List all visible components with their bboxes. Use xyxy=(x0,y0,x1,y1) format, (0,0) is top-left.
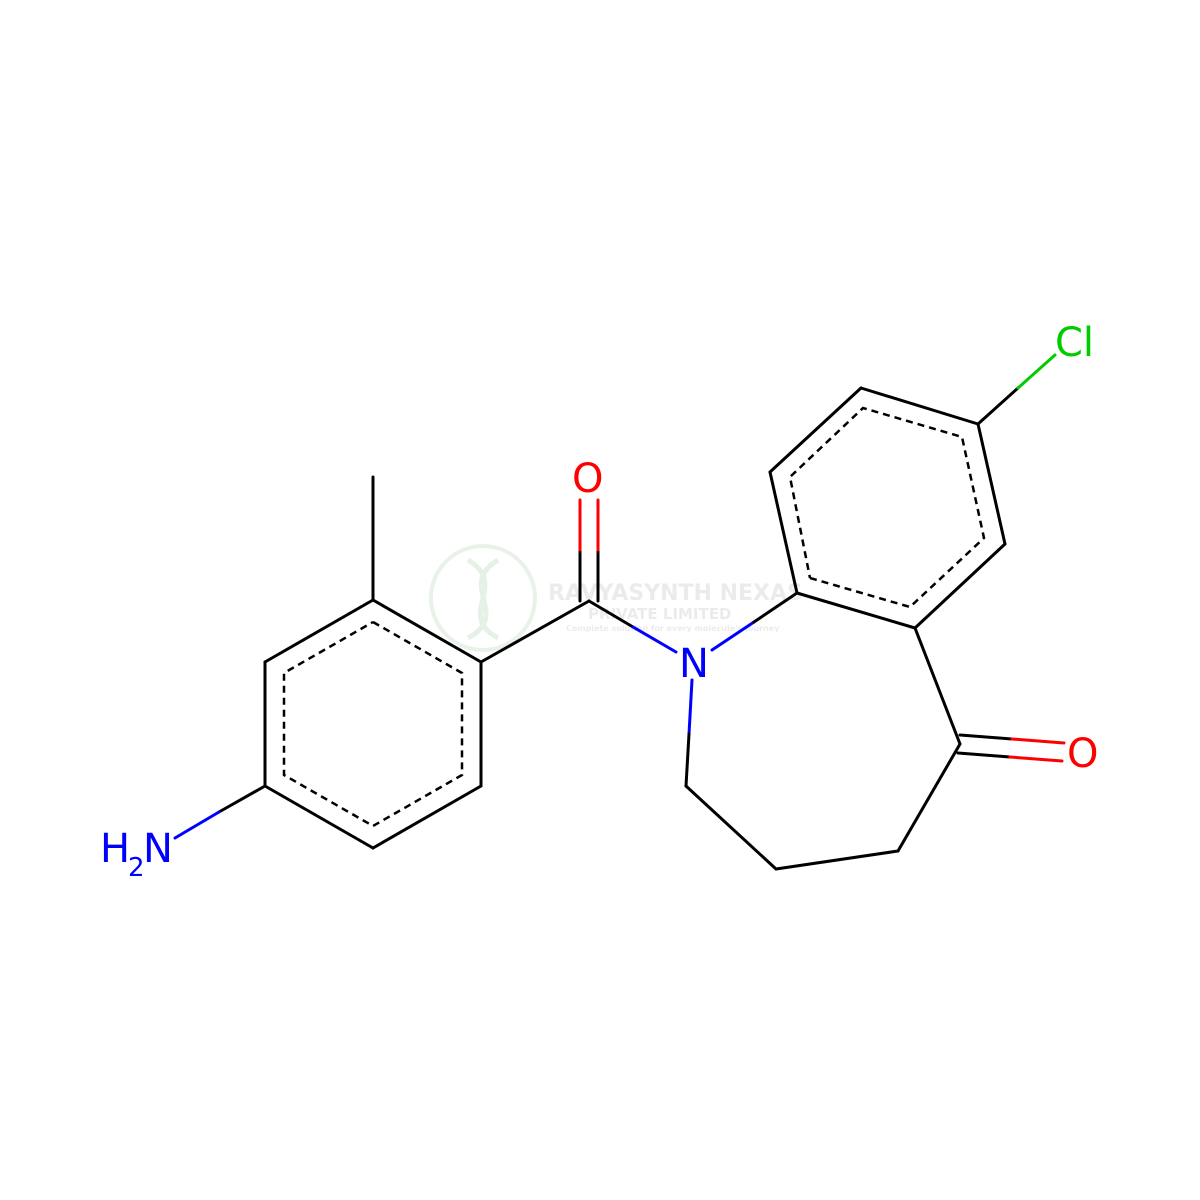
bond-n xyxy=(687,678,694,736)
ketone-double-bond xyxy=(958,733,1014,741)
amine-bond-n xyxy=(173,810,221,840)
chlorine-bond-cl xyxy=(1016,353,1057,390)
chlorine-atom-label: Cl xyxy=(1055,320,1094,366)
bond xyxy=(263,598,375,664)
watermark-helix-icon xyxy=(466,557,500,641)
amide-bond xyxy=(587,599,635,629)
watermark-tagline: Complete solution for every molecule's j… xyxy=(566,624,780,633)
watermark: RAVYASYNTH NEXAS PRIVATE LIMITED Complet… xyxy=(429,544,803,652)
bond xyxy=(774,849,900,871)
ketone-double-bond-o xyxy=(1008,755,1064,763)
bond xyxy=(684,732,691,788)
bond xyxy=(684,784,778,871)
amine-bond xyxy=(217,784,267,814)
watermark-logo-icon xyxy=(429,544,537,652)
bond xyxy=(752,591,799,624)
ketone-double-bond-o xyxy=(1010,737,1066,745)
bond xyxy=(896,742,962,853)
ketone-oxygen-label: O xyxy=(1067,731,1098,777)
azepine-ring xyxy=(684,591,962,871)
aromatic-inner-bonds xyxy=(788,406,986,609)
bond xyxy=(371,598,483,664)
right-benzene-ring xyxy=(768,386,1007,630)
watermark-line2: PRIVATE LIMITED xyxy=(588,605,731,623)
amine-nitrogen-label: N xyxy=(143,826,173,872)
amine-hydrogen-label: H xyxy=(100,826,130,872)
bond xyxy=(371,784,483,850)
bond xyxy=(913,626,962,746)
amide-oxygen-label: O xyxy=(572,456,603,502)
left-benzene-ring xyxy=(263,598,483,850)
bond-n xyxy=(710,620,756,652)
amide-bond-n xyxy=(631,625,678,654)
amine-subscript-label: 2 xyxy=(128,853,145,883)
chlorine-bond xyxy=(976,386,1020,426)
ketone-double-bond xyxy=(956,751,1012,759)
bond xyxy=(768,470,799,595)
bond xyxy=(976,422,1007,546)
bond xyxy=(795,591,917,630)
bond xyxy=(913,542,1007,630)
bond xyxy=(263,784,375,850)
aromatic-inner-bonds xyxy=(282,620,464,828)
bond xyxy=(768,386,863,474)
aryl-carbonyl-bond xyxy=(479,599,591,664)
ring-nitrogen-label: N xyxy=(679,641,709,687)
bond xyxy=(859,386,980,426)
